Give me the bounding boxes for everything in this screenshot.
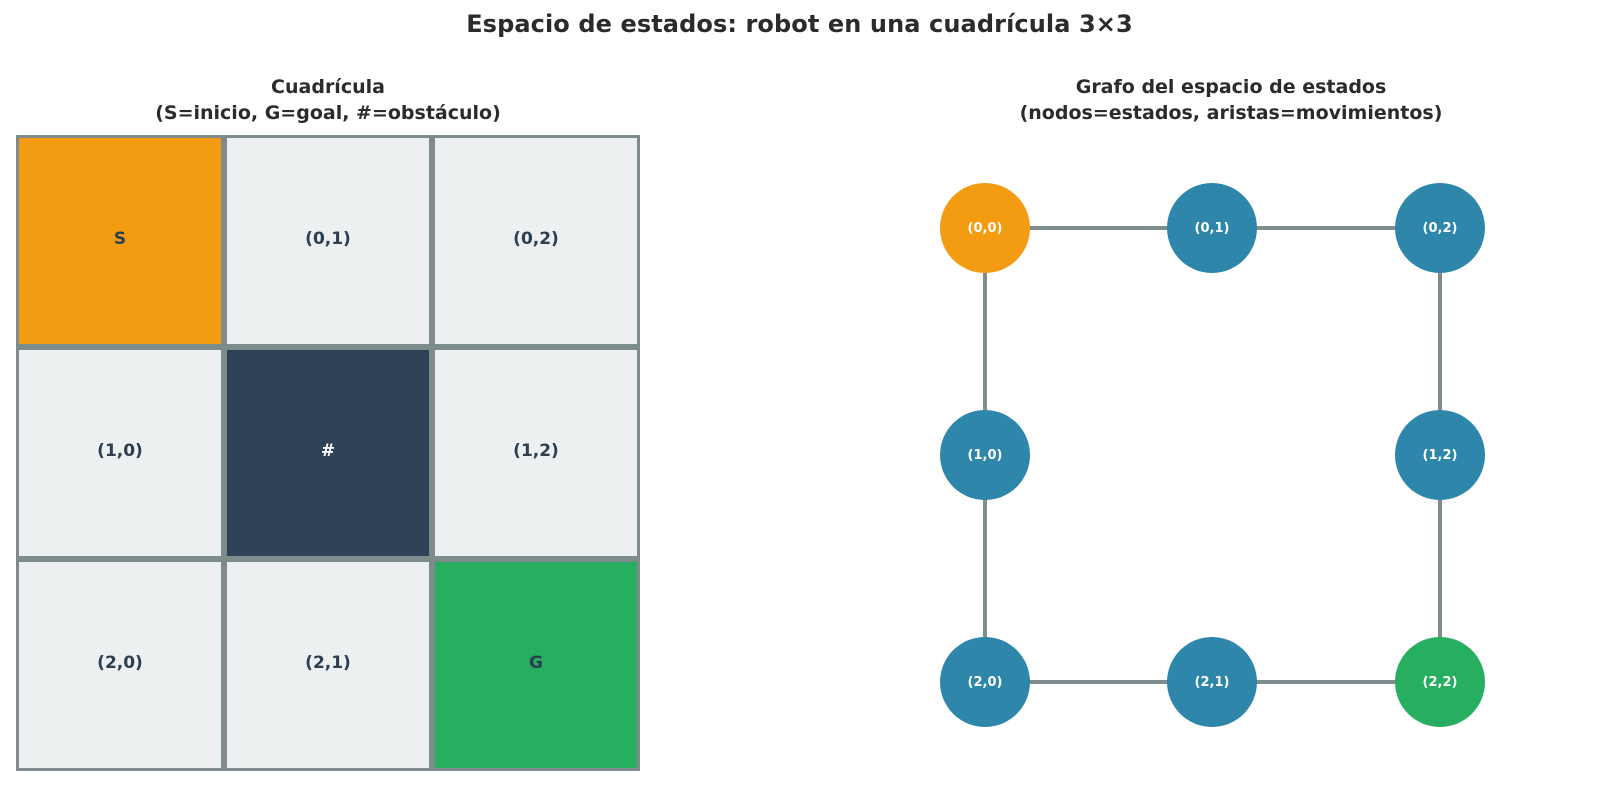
graph-node-free: (2,1): [1167, 637, 1257, 727]
graph-node-free: (0,2): [1395, 183, 1485, 273]
graph-subplot-title-line1: Grafo del espacio de estados: [1075, 76, 1387, 98]
grid-cell-label: (2,0): [97, 653, 143, 673]
figure-title: Espacio de estados: robot en una cuadríc…: [466, 10, 1133, 38]
grid-cell-label: S: [113, 229, 127, 249]
grid-cell-free: (1,2): [432, 347, 640, 559]
graph-node-goal: (2,2): [1395, 637, 1485, 727]
grid-cell-free: (0,2): [432, 135, 640, 347]
grid-cell-label: (2,1): [305, 653, 351, 673]
graph-node-start: (0,0): [940, 183, 1030, 273]
graph-node-label: (1,2): [1422, 447, 1458, 463]
grid-subplot-title-line1: Cuadrícula: [271, 76, 385, 98]
grid-visualization: S (0,1) (0,2) (1,0) # (1,2) (2,0) (2,1) G: [16, 135, 640, 771]
grid-cell-free: (0,1): [224, 135, 432, 347]
grid-cell-label: (0,2): [513, 229, 559, 249]
graph-node-label: (0,0): [967, 220, 1003, 236]
graph-node-label: (1,0): [967, 447, 1003, 463]
graph-node-free: (1,0): [940, 410, 1030, 500]
grid-subplot-title: Cuadrícula (S=inicio, G=goal, #=obstácul…: [16, 74, 640, 126]
graph-node-label: (2,0): [967, 674, 1003, 690]
grid-cell-label: G: [529, 653, 543, 673]
grid-cell-label: (0,1): [305, 229, 351, 249]
graph-node-label: (0,1): [1194, 220, 1230, 236]
grid-cell-start: S: [16, 135, 224, 347]
grid-cell-label: #: [320, 441, 336, 461]
grid-cell-goal: G: [432, 559, 640, 771]
graph-node-label: (0,2): [1422, 220, 1458, 236]
graph-node-label: (2,1): [1194, 674, 1230, 690]
grid-cell-free: (1,0): [16, 347, 224, 559]
grid-cell-obstacle: #: [224, 347, 432, 559]
state-space-graph: (0,0) (0,1) (0,2) (1,0) (1,2) (2,0) (2,1) (2,2): [900, 150, 1560, 760]
graph-subplot-title: Grafo del espacio de estados (nodos=esta…: [920, 74, 1542, 126]
grid-cell-label: (1,0): [97, 441, 143, 461]
graph-subplot-title-line2: (nodos=estados, aristas=movimientos): [1019, 102, 1443, 124]
grid-cell-label: (1,2): [513, 441, 559, 461]
grid-cell-free: (2,1): [224, 559, 432, 771]
graph-node-free: (0,1): [1167, 183, 1257, 273]
graph-node-free: (2,0): [940, 637, 1030, 727]
graph-node-label: (2,2): [1422, 674, 1458, 690]
graph-node-free: (1,2): [1395, 410, 1485, 500]
grid-subplot-title-line2: (S=inicio, G=goal, #=obstáculo): [155, 102, 501, 124]
grid-cell-free: (2,0): [16, 559, 224, 771]
